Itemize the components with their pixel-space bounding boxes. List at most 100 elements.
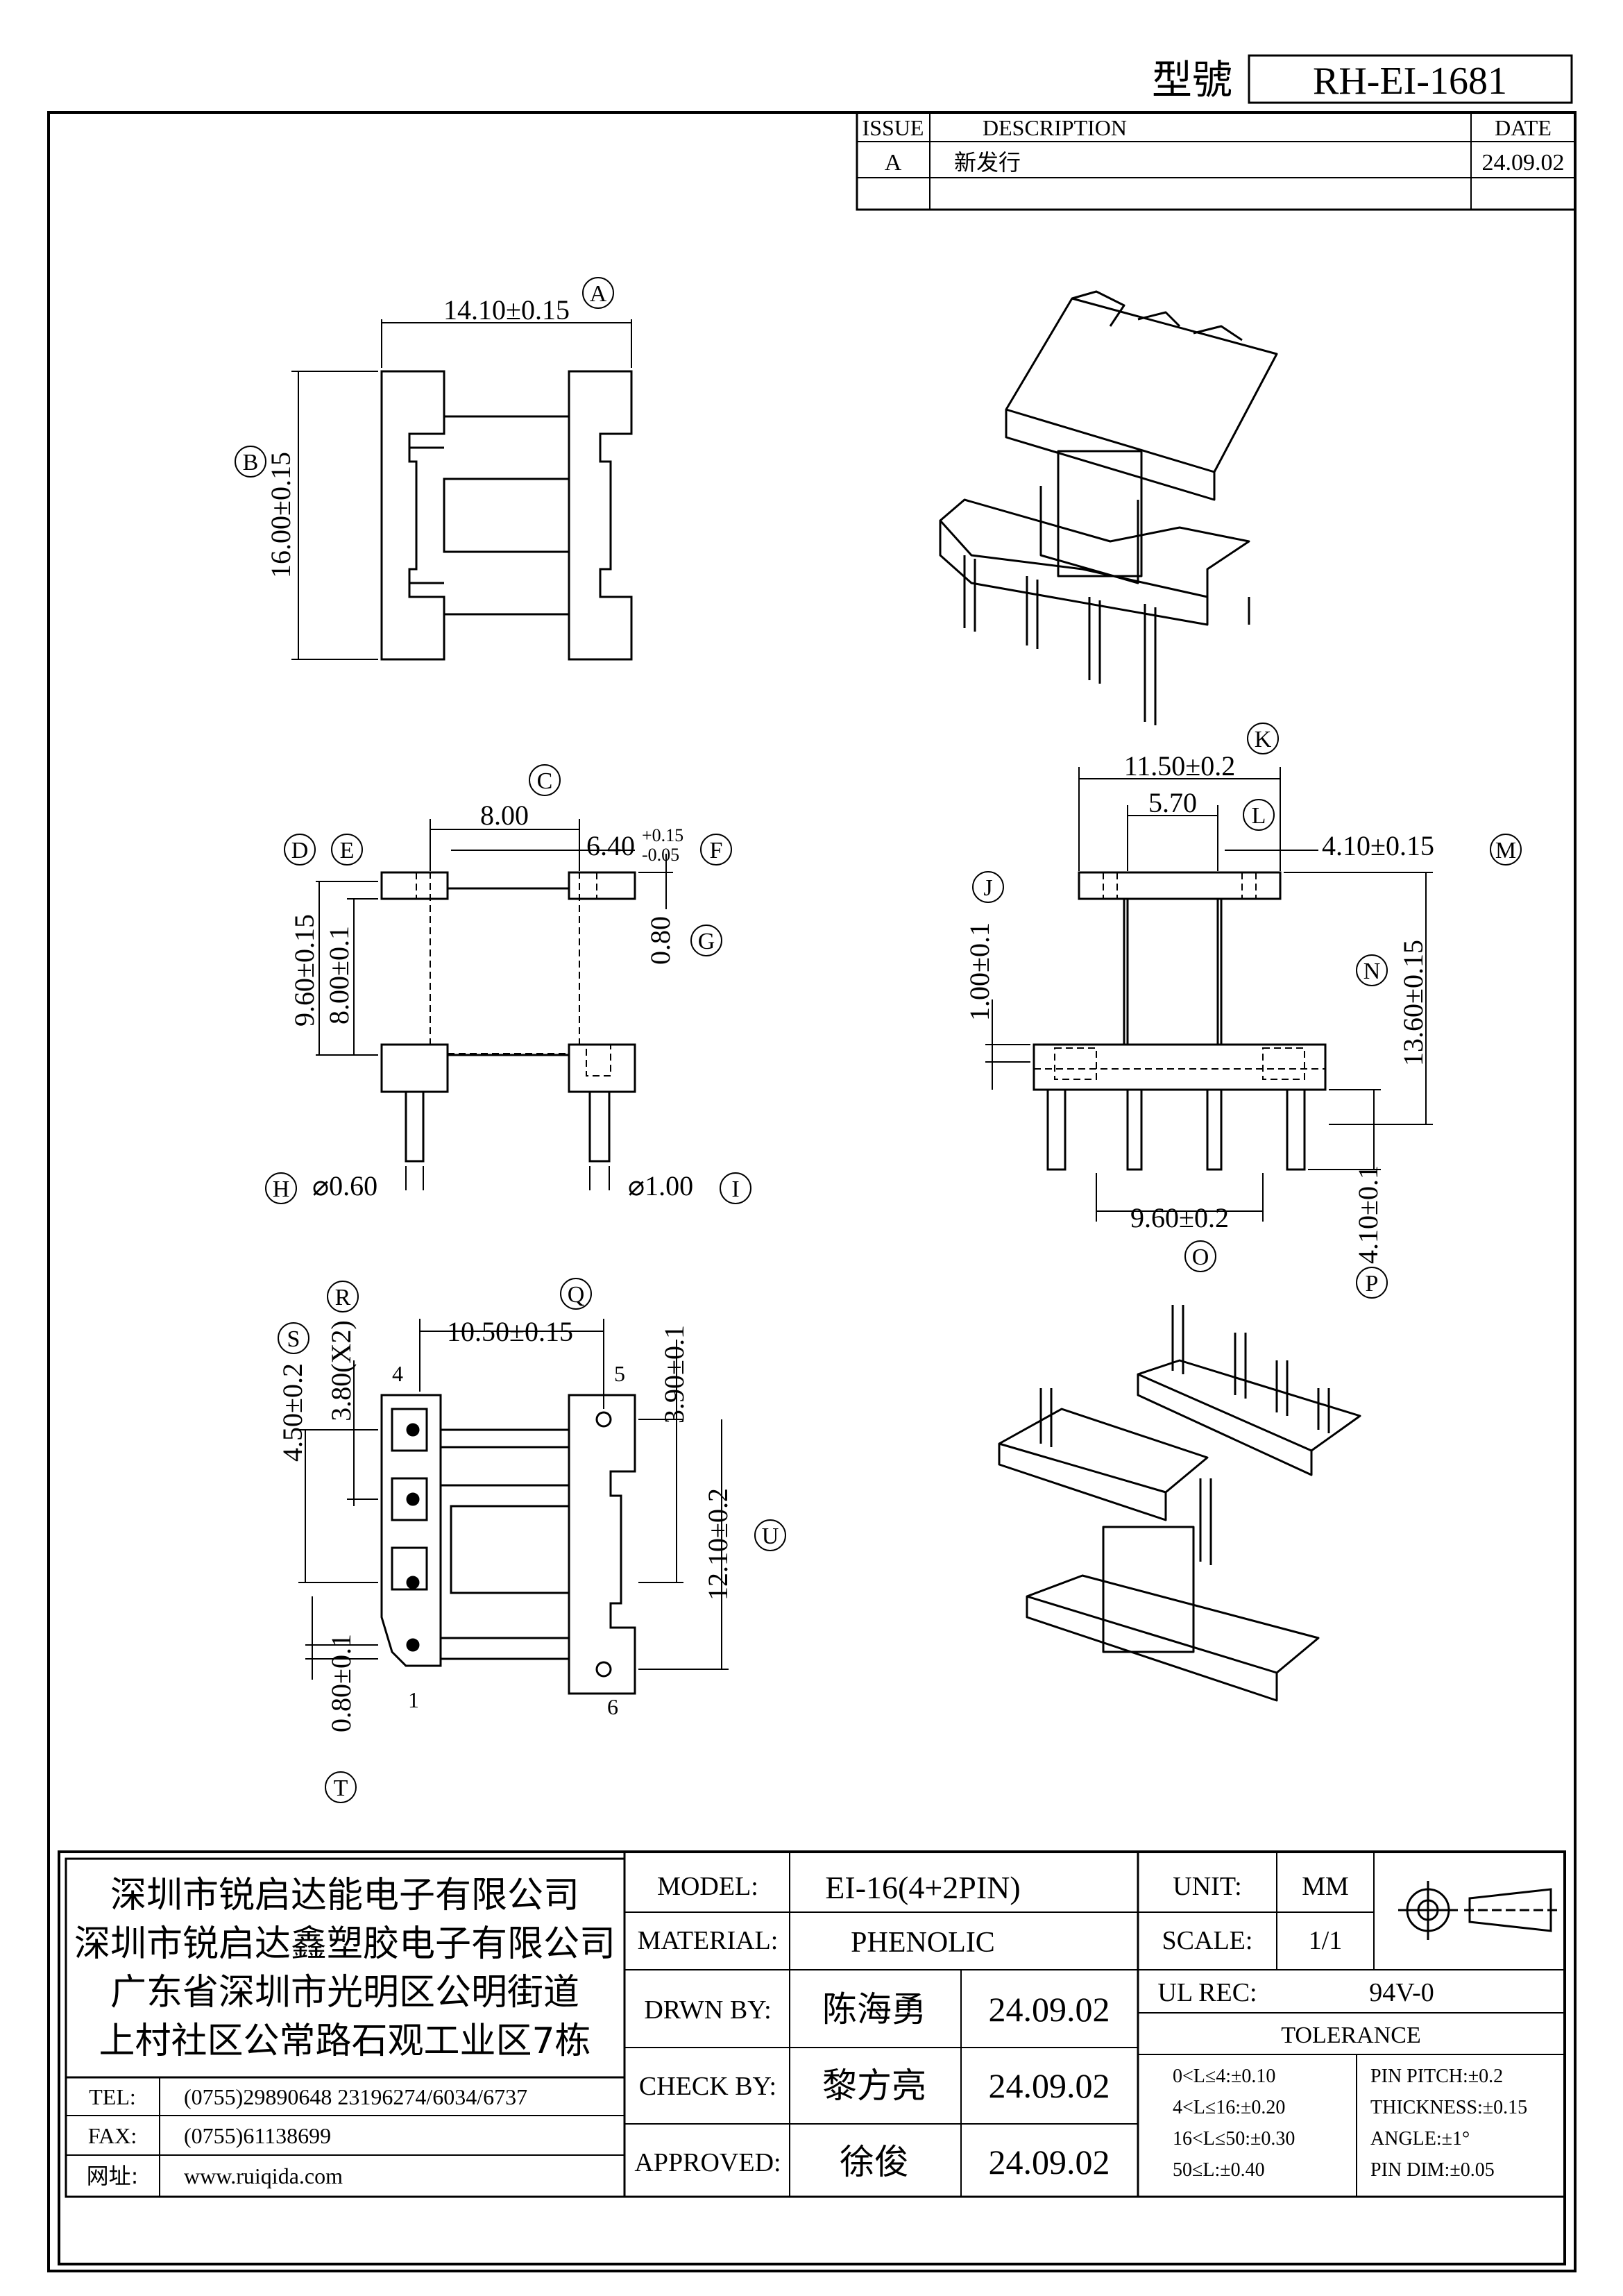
tol-left-4: 50≤L:±0.40 (1173, 2159, 1265, 2181)
dim-f-text: 6.40 (586, 830, 635, 861)
drawn-date: 24.09.02 (989, 1990, 1110, 2029)
rev-date: 24.09.02 (1482, 150, 1565, 176)
ref-d: D (291, 838, 309, 863)
drawn-value: 陈海勇 (822, 1989, 926, 2029)
side-view-dims: 11.50±0.2 5.70 4.10±0.15 13.60±0.15 1.00… (964, 750, 1434, 1264)
pin-numbers: 4 5 1 6 (392, 1361, 625, 1719)
top-view-dims: 14.10±0.15 16.00±0.15 (265, 294, 632, 660)
company-line-1: 深圳市锐启达能电子有限公司 (110, 1875, 579, 1916)
check-date: 24.09.02 (989, 2066, 1110, 2105)
front-view-hidden (416, 861, 611, 1077)
title-block: 深圳市锐启达能电子有限公司 深圳市锐启达鑫塑胶电子有限公司 广东省深圳市光明区公… (58, 1850, 1566, 2265)
model-label: 型號 (1152, 56, 1232, 103)
rev-header-issue: ISSUE (863, 115, 924, 140)
approved-date: 24.09.02 (989, 2143, 1110, 2181)
dim-d-text: 9.60±0.15 (289, 914, 320, 1027)
ref-i: I (731, 1176, 739, 1202)
dim-n-text: 13.60±0.15 (1397, 940, 1429, 1066)
tol-left-2: 4<L≤16:±0.20 (1173, 2097, 1285, 2118)
company-line-3: 广东省深圳市光明区公明街道 (110, 1972, 579, 2014)
ref-p: P (1366, 1271, 1379, 1297)
drawn-label: DRWN BY: (644, 1995, 771, 2025)
check-value: 黎方亮 (822, 2066, 926, 2106)
isometric-top-view (939, 290, 1278, 725)
front-view-dims: 8.00 6.40 +0.15 -0.05 9.60±0.15 8.00±0.1… (289, 800, 693, 1201)
company-line-2: 深圳市锐启达鑫塑胶电子有限公司 (74, 1923, 615, 1965)
ref-c: C (537, 768, 553, 794)
dim-a-text: 14.10±0.15 (443, 294, 570, 326)
dim-g-text: 0.80 (645, 916, 676, 965)
pin-1: 1 (408, 1687, 419, 1712)
bottom-view (380, 1394, 636, 1695)
top-view (380, 370, 633, 661)
ref-r: R (335, 1285, 351, 1310)
dim-e-text: 8.00±0.1 (323, 926, 355, 1024)
fax-label: FAX: (88, 2123, 137, 2148)
reference-letters: A B C D E F G H I J K L M N O P Q R S T … (235, 277, 1522, 1803)
projection-symbol (1398, 1881, 1558, 1940)
sheet-border (47, 111, 1577, 2272)
material-value: PHENOLIC (851, 1927, 995, 1959)
dim-f-tol-dn: -0.05 (642, 845, 679, 865)
approved-label: APPROVED: (634, 2148, 781, 2177)
dim-f-tol-up: +0.15 (642, 825, 683, 845)
ref-a: A (590, 281, 607, 307)
rev-header-description: DESCRIPTION (983, 115, 1127, 140)
dim-b-text: 16.00±0.15 (265, 452, 296, 578)
unit-label: UNIT: (1173, 1872, 1241, 1901)
ref-n: N (1363, 959, 1381, 984)
model-value: EI-16(4+2PIN) (825, 1870, 1020, 1905)
dim-o-text: 9.60±0.2 (1130, 1202, 1229, 1233)
dim-q-text: 10.50±0.15 (447, 1316, 573, 1347)
ref-u: U (762, 1523, 779, 1549)
tol-left-3: 16<L≤50:±0.30 (1173, 2128, 1295, 2150)
ref-b: B (243, 450, 259, 475)
dim-l-text: 5.70 (1148, 787, 1197, 818)
check-label: CHECK BY: (639, 2072, 776, 2101)
unit-value: MM (1302, 1872, 1349, 1901)
scale-value: 1/1 (1309, 1926, 1343, 1955)
pin-4: 4 (392, 1361, 403, 1386)
dim-q2-text: 3.90±0.1 (658, 1325, 690, 1424)
revision-table: ISSUE DESCRIPTION DATE A 新发行 24.09.02 (856, 111, 1577, 211)
ref-m: M (1495, 838, 1516, 863)
dim-t-text: 0.80±0.1 (325, 1634, 357, 1732)
ref-g: G (698, 929, 715, 954)
side-view (1033, 871, 1327, 1171)
dim-m-text: 4.10±0.15 (1322, 830, 1434, 861)
ref-h: H (273, 1176, 290, 1202)
tel-label: TEL: (89, 2084, 136, 2109)
rev-issue: A (885, 150, 902, 176)
model-label-cell: MODEL: (657, 1872, 758, 1901)
front-view (380, 871, 636, 1163)
tol-right-1: PIN PITCH:±0.2 (1370, 2066, 1503, 2087)
ul-label: UL REC: (1157, 1978, 1257, 2007)
tol-right-2: THICKNESS:±0.15 (1370, 2097, 1527, 2118)
tel-value: (0755)29890648 23196274/6034/6737 (184, 2084, 527, 2109)
ul-value: 94V-0 (1369, 1978, 1434, 2007)
fax-value: (0755)61138699 (184, 2123, 331, 2148)
dim-i-text: ⌀1.00 (628, 1170, 693, 1201)
material-label: MATERIAL: (638, 1926, 779, 1955)
rev-header-date: DATE (1495, 115, 1552, 140)
tol-right-4: PIN DIM:±0.05 (1370, 2159, 1495, 2181)
ref-l: L (1252, 803, 1266, 829)
ref-e: E (340, 838, 355, 863)
dim-k-text: 11.50±0.2 (1124, 750, 1235, 782)
ref-j: J (983, 875, 992, 901)
pin-6: 6 (607, 1694, 618, 1719)
model-header: 型號 RH-EI-1681 (1152, 54, 1573, 104)
dim-p-text: 4.10±0.1 (1352, 1165, 1384, 1264)
web-label: 网址: (87, 2163, 139, 2189)
dim-j-text: 1.00±0.1 (964, 922, 995, 1021)
isometric-bottom-view (998, 1305, 1361, 1702)
dim-s-text: 4.50±0.2 (277, 1363, 308, 1462)
dim-u-text: 12.10±0.2 (702, 1488, 733, 1601)
approved-value: 徐俊 (840, 2142, 909, 2182)
dim-r-text: 3.80(X2) (325, 1320, 357, 1421)
ref-f: F (710, 838, 723, 863)
rev-description: 新发行 (954, 149, 1021, 176)
dim-c-text: 8.00 (480, 800, 529, 831)
tol-right-3: ANGLE:±1° (1370, 2128, 1470, 2150)
